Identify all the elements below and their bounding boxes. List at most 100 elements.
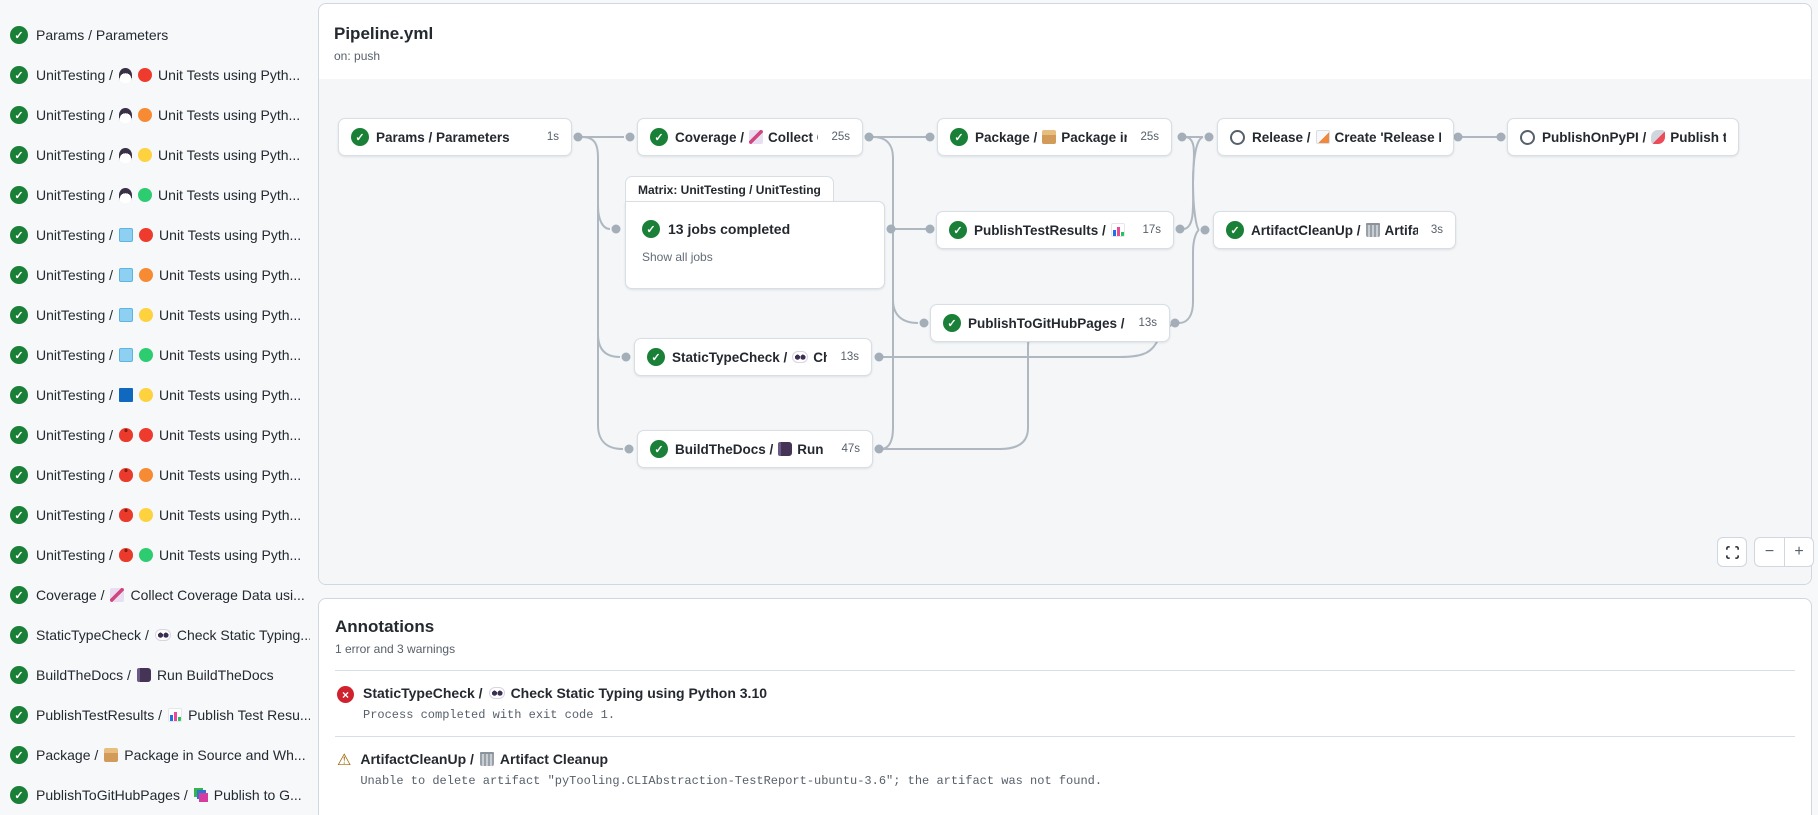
warning-icon: ⚠ xyxy=(337,752,352,769)
success-icon: ✓ xyxy=(10,146,28,164)
cube-icon xyxy=(119,308,134,322)
sidebar-job-item[interactable]: ✓PublishToGitHubPages /Publish to G... xyxy=(10,775,310,815)
job-name: UnitTesting / xyxy=(36,547,114,563)
success-icon: ✓ xyxy=(10,386,28,404)
memo-icon xyxy=(1315,130,1330,144)
annotation-title[interactable]: StaticTypeCheck / Check Static Typing usi… xyxy=(363,685,767,701)
eyes-icon xyxy=(154,629,171,641)
success-icon: ✓ xyxy=(1226,221,1244,239)
step-name: Check Static Typing... xyxy=(176,627,310,643)
sidebar-job-item[interactable]: ✓BuildTheDocs /Run BuildTheDocs xyxy=(10,655,310,695)
node-statictypecheck[interactable]: ✓StaticTypeCheck /Chec...13s xyxy=(634,338,872,376)
sidebar-job-item[interactable]: ✓StaticTypeCheck /Check Static Typing... xyxy=(10,615,310,655)
zoom-in-button[interactable]: + xyxy=(1784,537,1814,567)
node-name: PublishToGitHubPages / xyxy=(968,315,1125,331)
layers-icon xyxy=(193,788,208,802)
blue-square-icon xyxy=(119,388,134,402)
node-artifactcleanup[interactable]: ✓ArtifactCleanUp /Artifac...3s xyxy=(1213,211,1456,249)
dot-orange-icon xyxy=(139,468,154,482)
rocket-icon xyxy=(1651,130,1666,144)
sidebar-job-item[interactable]: ✓UnitTesting /Unit Tests using Pyth... xyxy=(10,535,310,575)
node-step: Collect Cove... xyxy=(768,129,818,145)
step-name: Unit Tests using Pyth... xyxy=(158,67,301,83)
dot-green-icon xyxy=(139,348,154,362)
sidebar-job-item[interactable]: ✓UnitTesting /Unit Tests using Pyth... xyxy=(10,215,310,255)
step-name: Unit Tests using Pyth... xyxy=(159,507,302,523)
step-name: Unit Tests using Pyth... xyxy=(159,427,302,443)
sidebar-job-item[interactable]: ✓UnitTesting /Unit Tests using Pyth... xyxy=(10,95,310,135)
node-duration: 13s xyxy=(1138,317,1157,329)
success-icon: ✓ xyxy=(10,266,28,284)
dot-green-icon xyxy=(138,188,153,202)
node-publishtest[interactable]: ✓PublishTestResults /Pu...17s xyxy=(936,211,1174,249)
node-label: BuildTheDocs /Run Buil... xyxy=(675,442,828,457)
show-all-jobs-link[interactable]: Show all jobs xyxy=(642,250,713,264)
sidebar-job-item[interactable]: ✓ UnitTesting /Unit Tests using Pyth... xyxy=(10,55,310,95)
node-name: Coverage / xyxy=(675,129,745,145)
node-name: ArtifactCleanUp / xyxy=(1251,222,1361,238)
annotation-step: Check Static Typing using Python 3.10 xyxy=(510,685,768,701)
workflow-graph-panel: Pipeline.yml on: push xyxy=(318,3,1812,585)
sidebar-job-item[interactable]: ✓UnitTesting /Unit Tests using Pyth... xyxy=(10,295,310,335)
step-name: Unit Tests using Pyth... xyxy=(159,227,302,243)
success-icon: ✓ xyxy=(10,546,28,564)
annotation-body: StaticTypeCheck / Check Static Typing usi… xyxy=(363,685,767,722)
node-pypi[interactable]: PublishOnPyPI /Publish to ... xyxy=(1507,118,1739,156)
step-name: Unit Tests using Pyth... xyxy=(158,107,301,123)
zoom-out-button[interactable]: − xyxy=(1754,537,1784,567)
sidebar-job-item[interactable]: ✓UnitTesting /Unit Tests using Pyth... xyxy=(10,175,310,215)
dot-yellow-icon xyxy=(139,308,154,322)
node-publishpages[interactable]: ✓PublishToGitHubPages /...13s xyxy=(930,304,1170,342)
job-name: UnitTesting / xyxy=(36,467,114,483)
step-name: Unit Tests using Pyth... xyxy=(159,267,302,283)
sidebar-job-item[interactable]: ✓UnitTesting /Unit Tests using Pyth... xyxy=(10,415,310,455)
fullscreen-button[interactable] xyxy=(1717,537,1747,567)
sidebar-job-item[interactable]: ✓Package /Package in Source and Wh... xyxy=(10,735,310,775)
node-coverage[interactable]: ✓Coverage /Collect Cove...25s xyxy=(637,118,863,156)
sidebar-job-item[interactable]: ✓Coverage /Collect Coverage Data usi... xyxy=(10,575,310,615)
success-icon: ✓ xyxy=(10,26,28,44)
sidebar-job-item[interactable]: ✓UnitTesting /Unit Tests using Pyth... xyxy=(10,375,310,415)
node-buildthedocs[interactable]: ✓BuildTheDocs /Run Buil...47s xyxy=(637,430,873,468)
sidebar-job-item[interactable]: ✓PublishTestResults /Publish Test Resu..… xyxy=(10,695,310,735)
node-name: Release / xyxy=(1252,129,1311,145)
node-label: Coverage / Collect Cove... xyxy=(675,130,818,145)
annotation-message: Unable to delete artifact "pyTooling.CLI… xyxy=(360,774,1103,788)
annotation-title[interactable]: ArtifactCleanUp /Artifact Cleanup xyxy=(360,751,1102,767)
sidebar-job-item[interactable]: ✓UnitTesting /Unit Tests using Pyth... xyxy=(10,335,310,375)
success-icon: ✓ xyxy=(949,221,967,239)
sidebar-job-label: PublishTestResults /Publish Test Resu... xyxy=(36,707,310,723)
success-icon: ✓ xyxy=(10,66,28,84)
node-package[interactable]: ✓Package /Package in So...25s xyxy=(937,118,1172,156)
node-duration: 25s xyxy=(831,131,850,143)
job-name: PublishTestResults / xyxy=(36,707,163,723)
dot-red-icon xyxy=(139,228,154,242)
job-name: UnitTesting / xyxy=(36,267,114,283)
annotation-message: Process completed with exit code 1. xyxy=(363,708,616,722)
workflow-file-title: Pipeline.yml xyxy=(334,24,434,43)
sidebar-job-item[interactable]: ✓UnitTesting /Unit Tests using Pyth... xyxy=(10,135,310,175)
sidebar-job-item[interactable]: ✓Params / Parameters xyxy=(10,15,310,55)
sidebar-job-item[interactable]: ✓UnitTesting /Unit Tests using Pyth... xyxy=(10,495,310,535)
sidebar-job-item[interactable]: ✓ UnitTesting / Unit Tests using Pyth... xyxy=(10,255,310,295)
annotation-step: Artifact Cleanup xyxy=(499,751,609,767)
success-icon: ✓ xyxy=(10,186,28,204)
book-icon xyxy=(136,668,151,682)
sidebar-job-item[interactable]: ✓UnitTesting /Unit Tests using Pyth... xyxy=(10,455,310,495)
job-name: BuildTheDocs / xyxy=(36,667,131,683)
package-icon xyxy=(104,748,119,762)
annotation-job: StaticTypeCheck / xyxy=(363,685,483,701)
node-name: PublishOnPyPI / xyxy=(1542,129,1647,145)
trash-icon xyxy=(1365,223,1380,237)
matrix-jobs-card[interactable]: ✓ 13 jobs completed Show all jobs xyxy=(625,201,885,289)
sidebar-job-label: UnitTesting /Unit Tests using Pyth... xyxy=(36,347,301,363)
node-release[interactable]: Release /Create 'Release P... xyxy=(1217,118,1454,156)
sidebar-job-label: UnitTesting /Unit Tests using Pyth... xyxy=(36,67,300,83)
step-name: Run BuildTheDocs xyxy=(156,667,274,683)
node-duration: 17s xyxy=(1142,224,1161,236)
